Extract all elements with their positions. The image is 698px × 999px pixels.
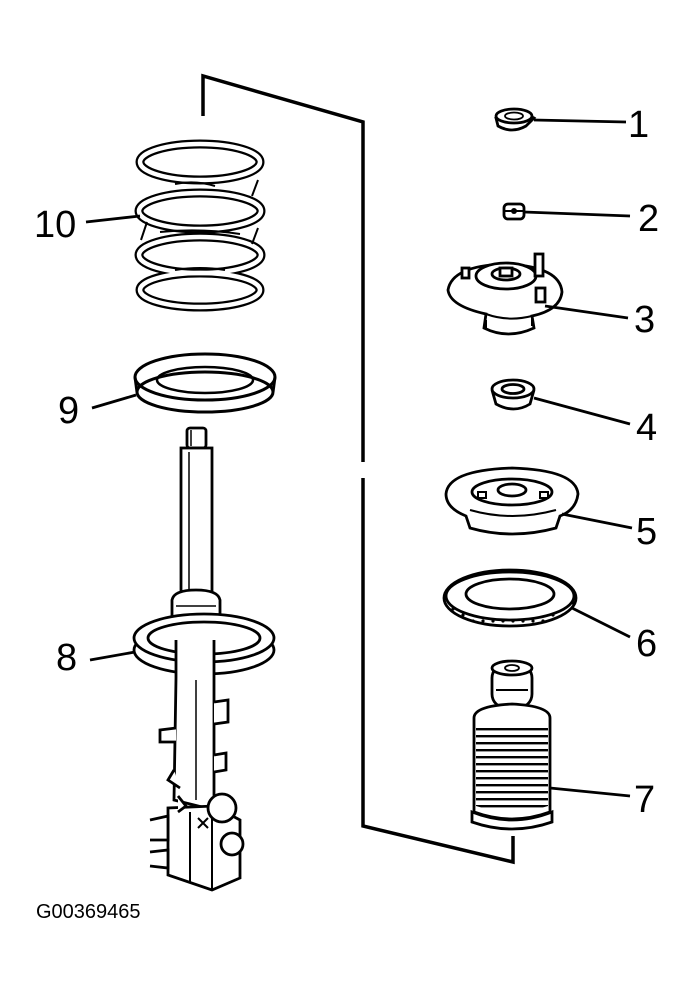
callout-5: 5 [636, 511, 657, 553]
callout-3: 3 [634, 299, 655, 341]
strut-mount [446, 252, 564, 336]
figure-id: G00369465 [36, 901, 141, 923]
leader-line-2 [523, 210, 631, 218]
spring-insulator-ring [133, 352, 277, 414]
leader-line-10 [85, 214, 141, 224]
upper-spring-insulator [442, 568, 578, 628]
upper-spring-seat [444, 466, 580, 536]
callout-4: 4 [636, 407, 657, 449]
callout-1: 1 [628, 104, 649, 146]
leader-line-5 [561, 512, 633, 530]
leader-line-7 [549, 786, 631, 798]
coil-spring [134, 139, 266, 312]
strut-nut [502, 202, 526, 221]
strut-assembly [132, 426, 276, 892]
leader-line-1 [533, 118, 627, 124]
callout-6: 6 [636, 623, 657, 665]
callout-labels: 1 2 3 4 5 6 7 8 9 10 [34, 104, 659, 821]
callout-10: 10 [34, 204, 76, 246]
leader-line-9 [91, 393, 137, 410]
dust-boot-bumper [470, 659, 554, 831]
mount-bushing [490, 378, 536, 411]
callout-2: 2 [638, 198, 659, 240]
leader-lines [85, 118, 633, 798]
assembly-bracket-line [201, 73, 515, 865]
callout-8: 8 [56, 637, 77, 679]
nut-cap [494, 107, 537, 132]
leader-line-6 [571, 606, 631, 639]
leader-line-4 [533, 396, 631, 426]
callout-9: 9 [58, 390, 79, 432]
leader-line-8 [89, 650, 136, 662]
callout-7: 7 [634, 779, 655, 821]
leader-line-3 [544, 304, 629, 320]
